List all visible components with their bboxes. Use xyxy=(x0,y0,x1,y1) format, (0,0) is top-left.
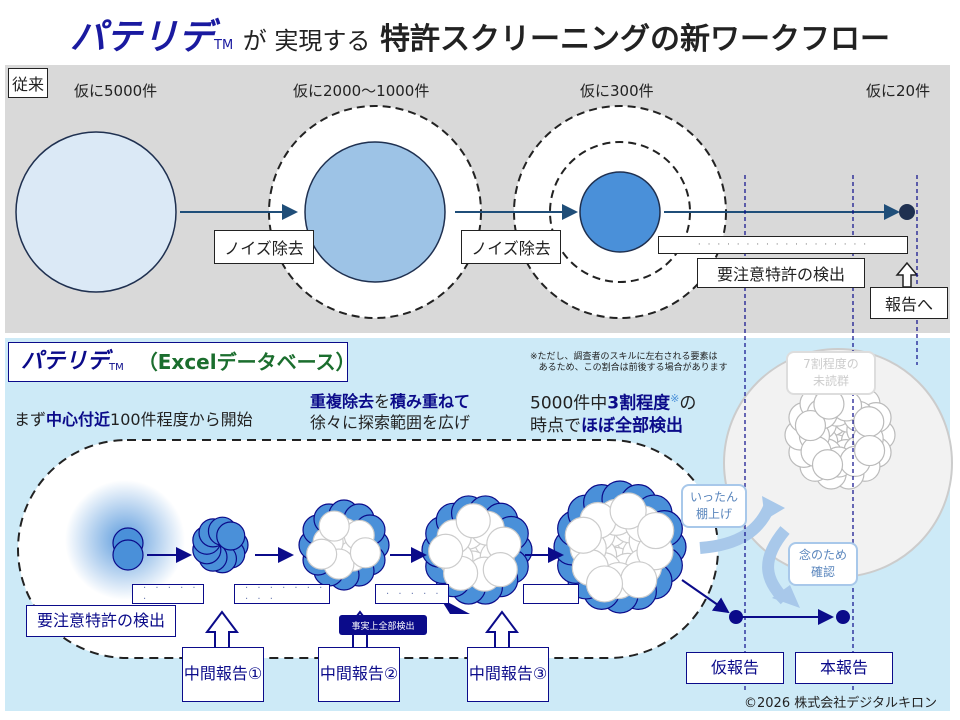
dotted-list: · · · · · · · · · · xyxy=(234,583,330,605)
count-label: 仮に300件 xyxy=(580,82,654,100)
cluster-4 xyxy=(620,561,658,599)
cluster-3 xyxy=(428,533,464,569)
interim-report-3: 中間報告③ xyxy=(467,647,549,702)
trademark: TM xyxy=(214,38,234,53)
population-300 xyxy=(579,171,661,253)
footnote: ※ただし、調査者のスキルに左右される要素は あるため、この割合は前後する場合があ… xyxy=(530,352,728,373)
brand-name: パテリデ xyxy=(70,17,215,58)
population-2000 xyxy=(304,141,446,283)
cluster-4 xyxy=(609,492,647,530)
noise-removal-label: ノイズ除去 xyxy=(214,230,314,264)
unread-cluster xyxy=(794,409,827,442)
dotted-list xyxy=(523,584,579,604)
population-5000 xyxy=(15,131,177,293)
seed-cluster xyxy=(112,539,144,571)
shelve-label: いったん棚上げ xyxy=(681,484,747,528)
count-label: 仮に5000件 xyxy=(74,82,158,100)
dotted-list: · · · · · · xyxy=(132,583,204,605)
step1-text: まず中心付近100件程度から開始 xyxy=(14,410,253,429)
report-label: 報告へ xyxy=(870,287,948,319)
page-title: パテリデTM が 実現する 特許スクリーニングの新ワークフロー xyxy=(0,8,960,60)
count-label: 仮に2000〜1000件 xyxy=(293,82,430,100)
cluster-4 xyxy=(585,565,624,603)
dotted-list: · · · · · xyxy=(375,584,449,604)
cluster-3 xyxy=(455,503,491,539)
excel-database: （Excelデータベース） xyxy=(137,350,356,374)
interim-report-1: 中間報告① xyxy=(182,647,264,702)
step3-text: 5000件中3割程度※の時点でほぼ全部検出 xyxy=(530,392,697,436)
unread-cluster xyxy=(853,406,885,438)
step2-text: 重複除去を積み重ねて徐々に探索範囲を広げ xyxy=(310,392,471,432)
count-label: 仮に20件 xyxy=(866,82,931,100)
cluster-1 xyxy=(216,521,246,551)
dotted-list: · · · · · · · · · · · · · · · · · · xyxy=(658,236,908,254)
title-main: 特許スクリーニングの新ワークフロー xyxy=(379,22,890,57)
unread-cluster xyxy=(853,434,886,467)
cluster-2 xyxy=(318,510,350,542)
confirm-label: 念のため確認 xyxy=(788,542,858,586)
detect-label: 要注意特許の検出 xyxy=(26,605,176,637)
cluster-2 xyxy=(349,537,382,569)
title-mid: が 実現する xyxy=(242,27,371,55)
cluster-4 xyxy=(564,516,602,554)
unread-cluster xyxy=(811,449,844,481)
brand-name: パテリデ xyxy=(21,348,110,374)
detect-label: 要注意特許の検出 xyxy=(697,258,865,288)
preliminary-report: 仮報告 xyxy=(686,652,784,684)
cluster-3 xyxy=(482,552,518,588)
conventional-tag: 従来 xyxy=(8,68,48,98)
unread-group-label: 7割程度の未読群 xyxy=(786,351,876,395)
cluster-4 xyxy=(637,511,675,550)
cluster-2 xyxy=(306,538,338,570)
trademark: TM xyxy=(109,361,124,373)
callout-all-detected: 事実上全部検出 xyxy=(339,615,427,635)
final-report: 本報告 xyxy=(795,652,893,684)
interim-report-2: 中間報告② xyxy=(318,647,400,702)
noise-removal-label: ノイズ除去 xyxy=(461,230,561,264)
copyright: ©2026 株式会社デジタルキロン xyxy=(744,696,937,711)
